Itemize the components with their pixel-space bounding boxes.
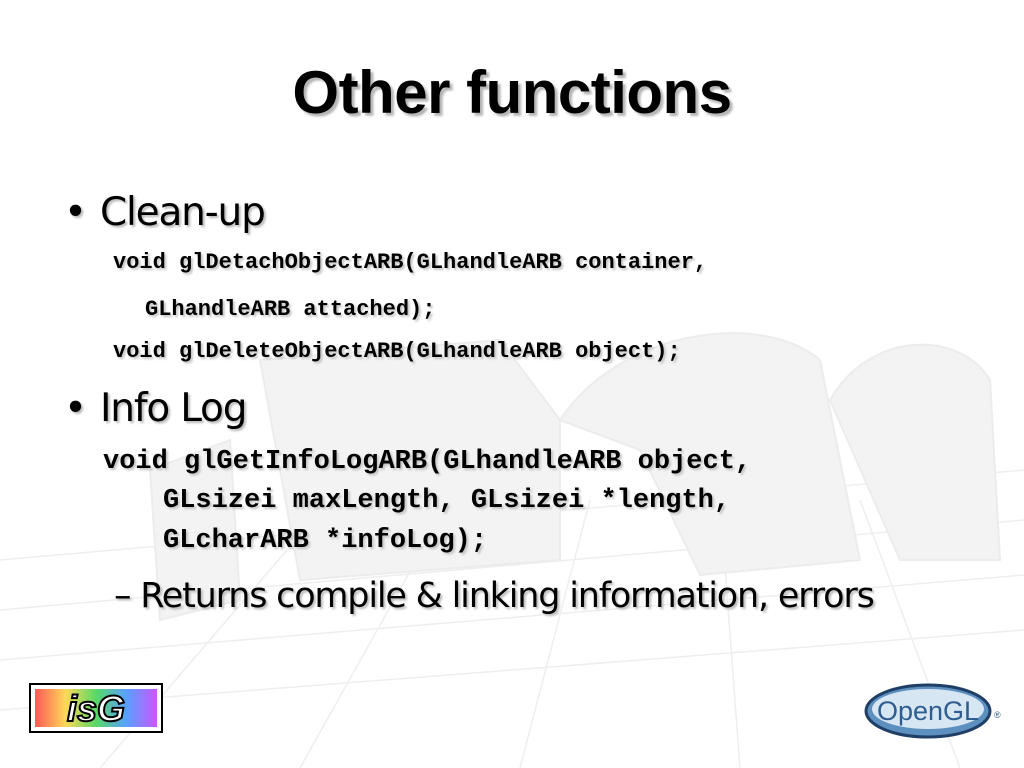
bullet-info-log: • Info Log xyxy=(64,386,247,431)
slide-title: Other functions xyxy=(292,59,732,126)
isg-logo-graphic: isG xyxy=(35,687,157,730)
bullet-label: Info Log xyxy=(100,386,247,431)
sub-bullet-text: Returns compile & linking information, e… xyxy=(140,576,875,616)
code-line: GLhandleARB attached); xyxy=(145,297,436,322)
code-line: void glGetInfoLogARB(GLhandleARB object, xyxy=(103,447,752,477)
opengl-logo-text: OpenGL xyxy=(877,696,979,726)
bullet-clean-up: • Clean-up xyxy=(64,190,266,235)
code-line: void glDetachObjectARB(GLhandleARB conta… xyxy=(113,250,708,275)
code-line: GLcharARB *infoLog); xyxy=(163,526,488,556)
bullet-label: Clean-up xyxy=(100,190,266,235)
sub-bullet-returns: – Returns compile & linking information,… xyxy=(114,576,875,616)
code-line: void glDeleteObjectARB(GLhandleARB objec… xyxy=(113,339,681,364)
isg-logo: isG xyxy=(29,683,163,733)
isg-logo-text: isG xyxy=(67,688,125,729)
bullet-marker: • xyxy=(64,386,87,431)
code-line: GLsizei maxLength, GLsizei *length, xyxy=(163,486,731,516)
sub-bullet-marker: – xyxy=(114,576,132,616)
bullet-marker: • xyxy=(64,190,87,235)
opengl-logo: OpenGL ® xyxy=(864,683,1001,739)
registered-mark: ® xyxy=(994,710,1001,720)
